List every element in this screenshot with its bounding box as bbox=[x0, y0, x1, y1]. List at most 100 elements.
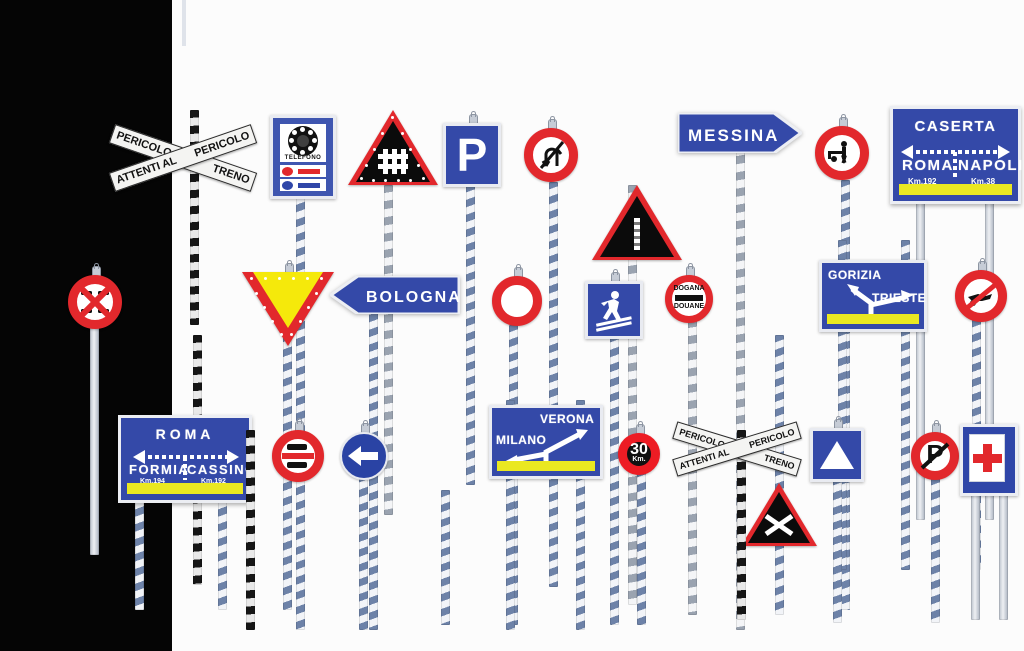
pole-no-parking bbox=[931, 478, 940, 623]
parking-plate: P bbox=[443, 123, 501, 187]
pole-level-crossing-gates bbox=[384, 185, 393, 515]
pole-crossbuck-top bbox=[190, 110, 199, 325]
customs-sign-dogana[interactable]: DOGANA DOUANE bbox=[665, 263, 713, 323]
fork-direction-sign-gorizia-trieste[interactable]: GORIZIA TRIESTE bbox=[819, 260, 927, 332]
pole-first-aid-right bbox=[999, 490, 1008, 620]
no-parking-sign[interactable]: P bbox=[911, 420, 959, 480]
pole-parking bbox=[466, 185, 475, 485]
st-andrews-cross-icon bbox=[764, 513, 794, 537]
pole-caserta-right bbox=[985, 190, 994, 520]
give-way-sign[interactable] bbox=[242, 260, 334, 346]
pole-no-vehicles bbox=[90, 320, 99, 555]
red-cross-icon bbox=[973, 444, 1002, 472]
pole-messina bbox=[736, 140, 745, 630]
caserta-right-km: Km.38 bbox=[971, 177, 996, 186]
pedestrian-crossing-sign[interactable] bbox=[585, 269, 643, 339]
caserta-arrows-icon bbox=[901, 145, 1010, 179]
roma-yellow-bar bbox=[127, 483, 243, 494]
u-turn-arrows-icon bbox=[539, 141, 565, 169]
speed-limit-sign[interactable]: 30 Km. bbox=[618, 421, 660, 475]
priority-road-plate bbox=[810, 428, 864, 482]
roma-top-label: ROMA bbox=[155, 426, 215, 442]
caserta-yellow-bar bbox=[899, 184, 1012, 195]
milano-label: MILANO bbox=[496, 433, 547, 447]
fork-direction-sign-milano-verona[interactable]: VERONA MILANO bbox=[489, 405, 603, 479]
white-triangle-icon bbox=[820, 441, 854, 469]
pole-milano-right bbox=[576, 400, 585, 630]
pole-telefono bbox=[296, 190, 305, 630]
no-parking-slash-icon bbox=[920, 442, 950, 470]
messina-label: MESSINA bbox=[688, 125, 780, 145]
pole-gorizia-right bbox=[901, 240, 910, 570]
background-strip bbox=[182, 0, 186, 46]
pole-roma-right bbox=[218, 420, 227, 610]
telephone-dial-panel: TELEFONO bbox=[280, 124, 326, 162]
no-u-turn-sign[interactable] bbox=[524, 116, 578, 182]
caserta-left-label: ROMA bbox=[902, 157, 954, 174]
obstacle-post-icon bbox=[634, 218, 640, 250]
priority-road-sign[interactable] bbox=[810, 416, 864, 482]
railway-crossbuck-sign[interactable]: PERICOLO TRENO ATTENTI AL PERICOLO bbox=[108, 118, 258, 198]
pole-milano-left bbox=[506, 400, 515, 630]
first-aid-panel bbox=[969, 434, 1005, 482]
pole-train-crossing bbox=[441, 490, 450, 625]
pole-no-u-turn bbox=[549, 182, 558, 587]
telephone-sign[interactable]: TELEFONO bbox=[270, 115, 336, 199]
destination-board-roma[interactable]: ROMA FORMIA CASSINO Km.194 Km.192 bbox=[118, 415, 255, 503]
pole-roma-left bbox=[135, 420, 144, 610]
parking-label: P bbox=[456, 129, 488, 181]
pole-no-overtaking bbox=[246, 430, 255, 630]
caserta-top-label: CASERTA bbox=[914, 118, 997, 135]
mandatory-left-turn-sign[interactable] bbox=[340, 420, 388, 480]
handcart-icon bbox=[828, 141, 847, 164]
gate-barrier-icon bbox=[378, 149, 408, 174]
crossbuck-text-attenti-1: ATTENTI AL bbox=[114, 154, 179, 187]
dogana-bottom-label: DOUANE bbox=[673, 303, 705, 310]
pole-speed-30 bbox=[637, 470, 646, 625]
no-animal-drawn-vehicles-sign[interactable] bbox=[955, 258, 1007, 322]
destination-board-caserta[interactable]: CASERTA ROMA NAPOLI Km.192 Km.38 bbox=[890, 106, 1024, 204]
pedestrian-icon bbox=[595, 291, 632, 332]
no-vehicles-icon bbox=[77, 284, 113, 320]
speed-value: 30 bbox=[630, 441, 648, 458]
pole-obstacle bbox=[628, 185, 637, 605]
formia-label: FORMIA bbox=[129, 462, 190, 477]
parking-sign[interactable]: P bbox=[443, 111, 501, 187]
pole-crossroads-x bbox=[775, 335, 784, 615]
direction-sign-messina[interactable]: MESSINA bbox=[676, 111, 804, 158]
pole-turn-left bbox=[359, 475, 368, 630]
gorizia-label: GORIZIA bbox=[828, 268, 882, 282]
telephone-info-row-2 bbox=[280, 179, 326, 191]
roma-arrows-icon bbox=[133, 450, 239, 480]
no-overtaking-sign[interactable] bbox=[272, 418, 324, 482]
road-obstacle-sign[interactable] bbox=[592, 185, 1024, 260]
overtaking-vehicles-icon bbox=[282, 444, 314, 468]
pedestrian-crossing-plate bbox=[585, 281, 643, 339]
animal-cart-icon bbox=[965, 283, 997, 310]
direction-sign-bologna[interactable]: BOLOGNA bbox=[328, 274, 461, 319]
crossbuck-text-pericolo-2: PERICOLO bbox=[192, 129, 252, 160]
no-entry-sign[interactable] bbox=[492, 264, 542, 326]
first-aid-sign[interactable] bbox=[960, 424, 1018, 496]
pole-first-aid-left bbox=[971, 490, 980, 620]
dogana-band bbox=[675, 295, 703, 301]
caserta-left-km: Km.192 bbox=[908, 177, 937, 186]
gorizia-fork-arrow-icon bbox=[847, 284, 914, 318]
no-vehicles-sign[interactable] bbox=[68, 263, 122, 329]
no-handcarts-sign[interactable] bbox=[815, 114, 869, 180]
dogana-top-label: DOGANA bbox=[673, 285, 705, 292]
pole-gorizia-left bbox=[838, 240, 847, 570]
bologna-arrow-plate bbox=[328, 274, 461, 316]
unguarded-level-crossing-sign[interactable] bbox=[741, 483, 1024, 546]
telephone-label: TELEFONO bbox=[284, 155, 322, 161]
no-entry-bar-icon bbox=[503, 298, 531, 305]
cassino-km: Km.192 bbox=[201, 478, 226, 485]
caserta-right-label: NAPOLI bbox=[958, 157, 1024, 174]
pole-priority-road bbox=[833, 478, 842, 623]
crossbuck-text-treno-1: TRENO bbox=[210, 162, 252, 187]
left-arrow-icon bbox=[348, 446, 378, 466]
pole-caserta-left bbox=[916, 190, 925, 520]
messina-arrow-plate bbox=[676, 111, 804, 155]
pole-crossbuck-bottom bbox=[737, 430, 746, 620]
level-crossing-with-gates-sign[interactable] bbox=[348, 110, 1024, 185]
